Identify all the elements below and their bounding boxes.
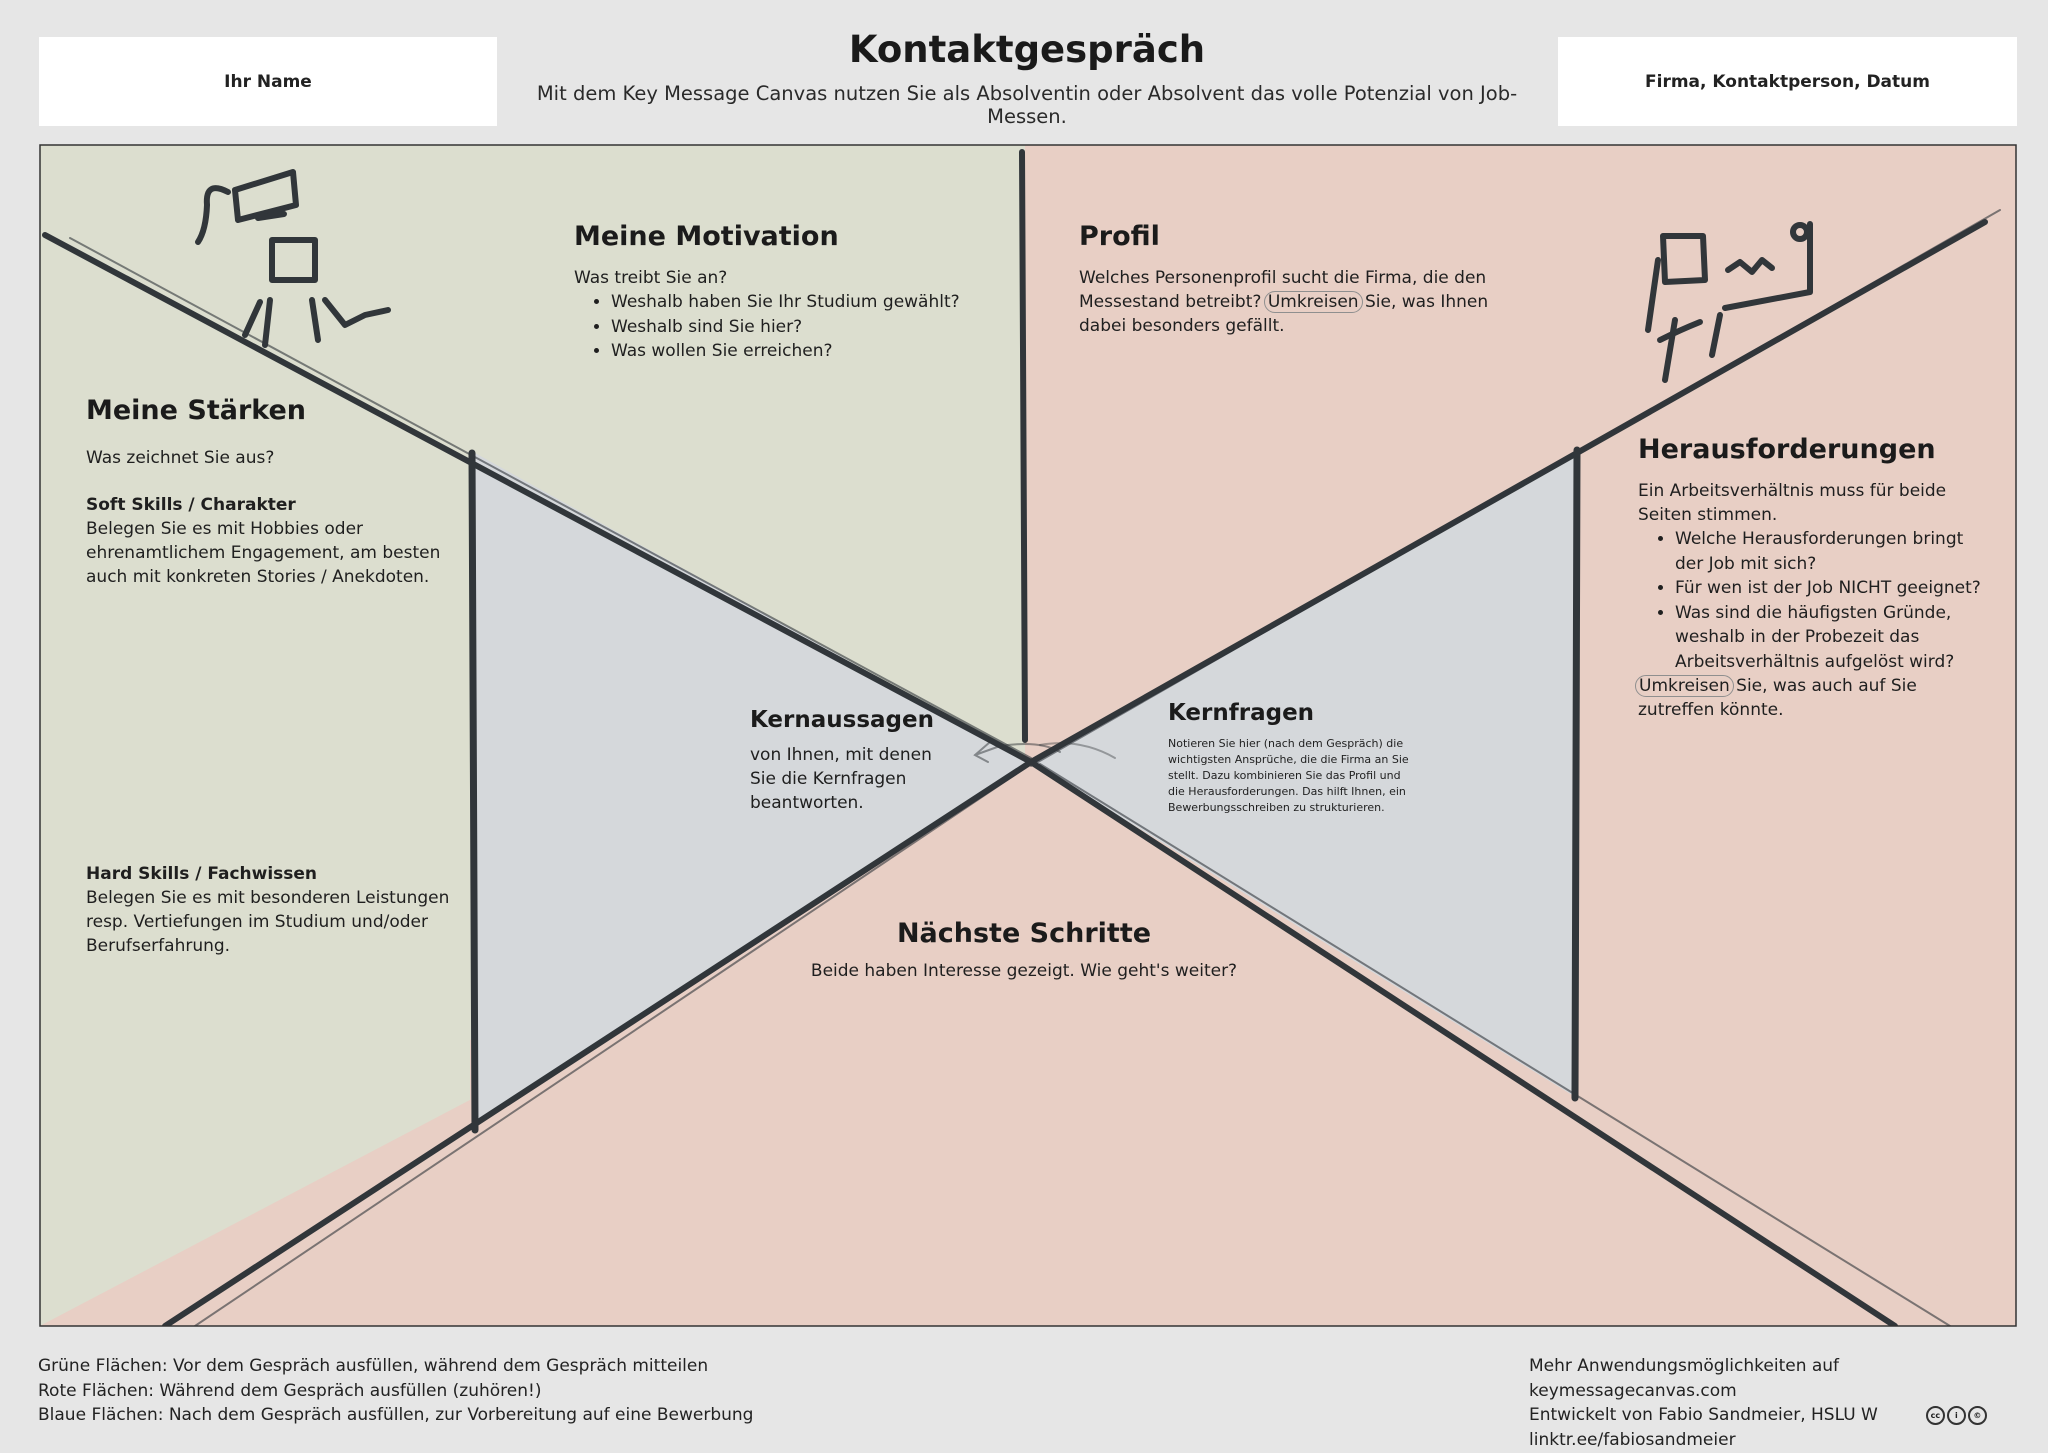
page-title: Kontaktgespräch [848,28,1206,71]
staerken-title: Meine Stärken [86,395,307,426]
profil-text-after: Sie, was Ihnen dabei besonders gefällt. [1079,292,1489,336]
credits-link: linktr.ee/fabiosandmeier [1529,1429,1736,1450]
name-field-label: Ihr Name [224,71,312,92]
legend-blue: Blaue Flächen: Nach dem Gespräch ausfüll… [38,1405,754,1425]
section-kernfragen: Kernfragen Notieren Sie hier (nach dem G… [1168,700,1413,816]
diagonal-lower-right [1028,759,1898,1326]
by-icon: i [1946,1405,1966,1425]
diagonal-lower-left [162,759,1034,1326]
divider-center [1019,149,1028,743]
canvas-frame [39,144,2017,1327]
sa-icon: © [1967,1405,1987,1425]
section-profil: Profil Welches Personenprofil sucht die … [1079,221,1499,338]
motivation-item: Weshalb haben Sie Ihr Studium gewählt? [611,290,1014,315]
hard-skills-text: Belegen Sie es mit besonderen Leistungen… [86,888,450,956]
sketch-arrow-trail [1039,742,1116,759]
herausforderungen-item: Was sind die häufigsten Gründe, weshalb … [1675,601,1983,675]
section-herausforderungen: Herausforderungen Ein Arbeitsverhältnis … [1635,434,1983,722]
section-hard-skills: Hard Skills / Fachwissen Belegen Sie es … [86,862,456,958]
diagonal-upper-right-shadow [1030,209,2001,767]
herausforderungen-highlight-circle: Umkreisen [1635,675,1734,697]
soft-skills-title: Soft Skills / Charakter [86,495,296,515]
profil-title: Profil [1079,221,1160,252]
diagonal-lower-left-shadow [194,767,1026,1326]
company-field-label: Firma, Kontaktperson, Datum [1645,71,1930,92]
kernfragen-text: Notieren Sie hier (nach dem Gespräch) di… [1168,737,1409,814]
profil-highlight-circle: Umkreisen [1263,291,1363,313]
motivation-item: Was wollen Sie erreichen? [611,339,1014,364]
footer-credits: Mehr Anwendungsmöglichkeiten auf keymess… [1529,1354,2048,1452]
herausforderungen-title: Herausforderungen [1638,434,1936,465]
kernfragen-title: Kernfragen [1168,700,1315,726]
diagonal-upper-left-shadow [69,237,1032,759]
naechste-text: Beide haben Interesse gezeigt. Wie geht'… [810,961,1238,981]
footer-legend: Grüne Flächen: Vor dem Gespräch ausfülle… [38,1354,753,1428]
legend-green: Grüne Flächen: Vor dem Gespräch ausfülle… [38,1356,709,1376]
region-red-bottom [40,762,2016,1326]
region-blue-kernaussagen [475,453,1031,1122]
motivation-title: Meine Motivation [574,221,839,252]
region-blue-kernfragen [1031,453,1577,1098]
herausforderungen-outro: Sie, was auch auf Sie zutreffen könnte. [1638,676,1917,720]
person-writing-sketch-icon [1645,221,1813,383]
person-sketch-icon [195,169,391,348]
hard-skills-title: Hard Skills / Fachwissen [86,864,318,884]
section-naechste-schritte: Nächste Schritte Beide haben Interesse g… [774,918,1274,983]
divider-left [468,449,479,1134]
kernaussagen-title: Kernaussagen [750,707,934,733]
section-staerken: Meine Stärken Was zeichnet Sie aus? Soft… [86,395,456,589]
company-contact-date-field[interactable]: Firma, Kontaktperson, Datum [1558,37,2017,126]
page-subtitle: Mit dem Key Message Canvas nutzen Sie al… [536,82,1518,128]
section-motivation: Meine Motivation Was treibt Sie an? Wesh… [574,221,1014,364]
naechste-title: Nächste Schritte [896,918,1152,949]
divider-right [1571,446,1581,1102]
staerken-question: Was zeichnet Sie aus? [86,448,275,468]
cc-icon: cc [1925,1405,1945,1425]
legend-red: Rote Flächen: Während dem Gespräch ausfü… [38,1380,542,1401]
herausforderungen-intro: Ein Arbeitsverhältnis muss für beide Sei… [1638,481,1947,525]
name-field[interactable]: Ihr Name [39,37,497,126]
profil-text: Welches Personenprofil sucht die Firma, … [1079,268,1487,312]
herausforderungen-item: Welche Herausforderungen bringt der Job … [1675,527,1983,576]
kernaussagen-text: von Ihnen, mit denen Sie die Kernfragen … [750,745,932,813]
section-kernaussagen: Kernaussagen von Ihnen, mit denen Sie di… [750,707,960,815]
motivation-item: Weshalb sind Sie hier? [611,315,1014,340]
diagonal-lower-right-shadow [1039,763,1951,1326]
credits-website: Mehr Anwendungsmöglichkeiten auf keymess… [1529,1356,1840,1401]
diagonal-upper-left [42,232,1034,765]
sketch-arrow [973,741,1061,763]
motivation-question: Was treibt Sie an? [574,268,728,288]
sketch-lines [42,149,2001,1326]
herausforderungen-item: Für wen ist der Job NICHT geeignet? [1675,576,1983,601]
soft-skills-text: Belegen Sie es mit Hobbies oder ehrenamt… [86,519,441,587]
